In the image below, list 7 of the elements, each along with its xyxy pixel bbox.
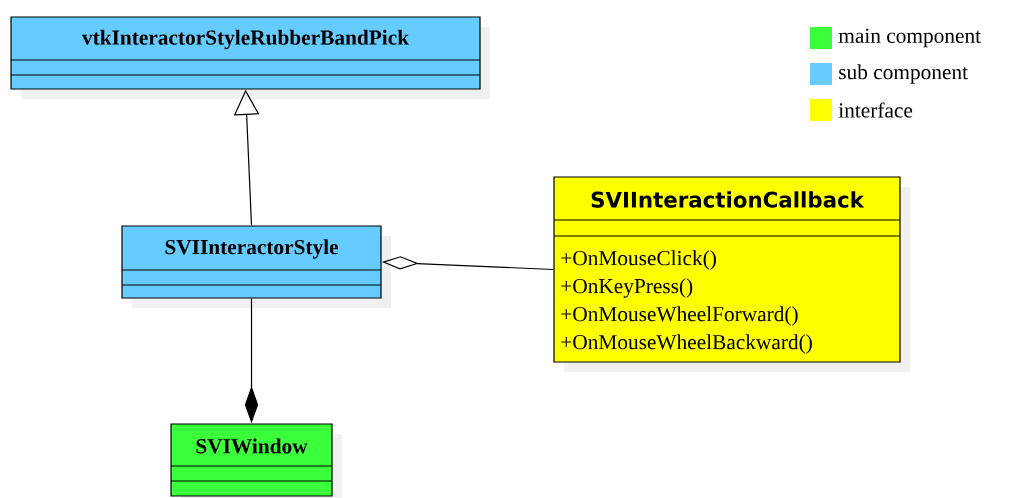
legend-label: interface bbox=[838, 102, 913, 118]
class-box: SVIWindow bbox=[170, 423, 333, 497]
legend-label: sub component bbox=[839, 64, 968, 84]
class-box: vtkInteractorStyleRubberBandPick bbox=[10, 16, 481, 90]
legend-label: main component bbox=[838, 28, 981, 48]
class-box: SVIInteractorStyle bbox=[121, 225, 382, 299]
class-box: SVIInteractionCallback +OnMouseClick() +OnKeyPress() +OnMouseWheelForward() +OnMouseWheelBackward() bbox=[553, 176, 901, 363]
